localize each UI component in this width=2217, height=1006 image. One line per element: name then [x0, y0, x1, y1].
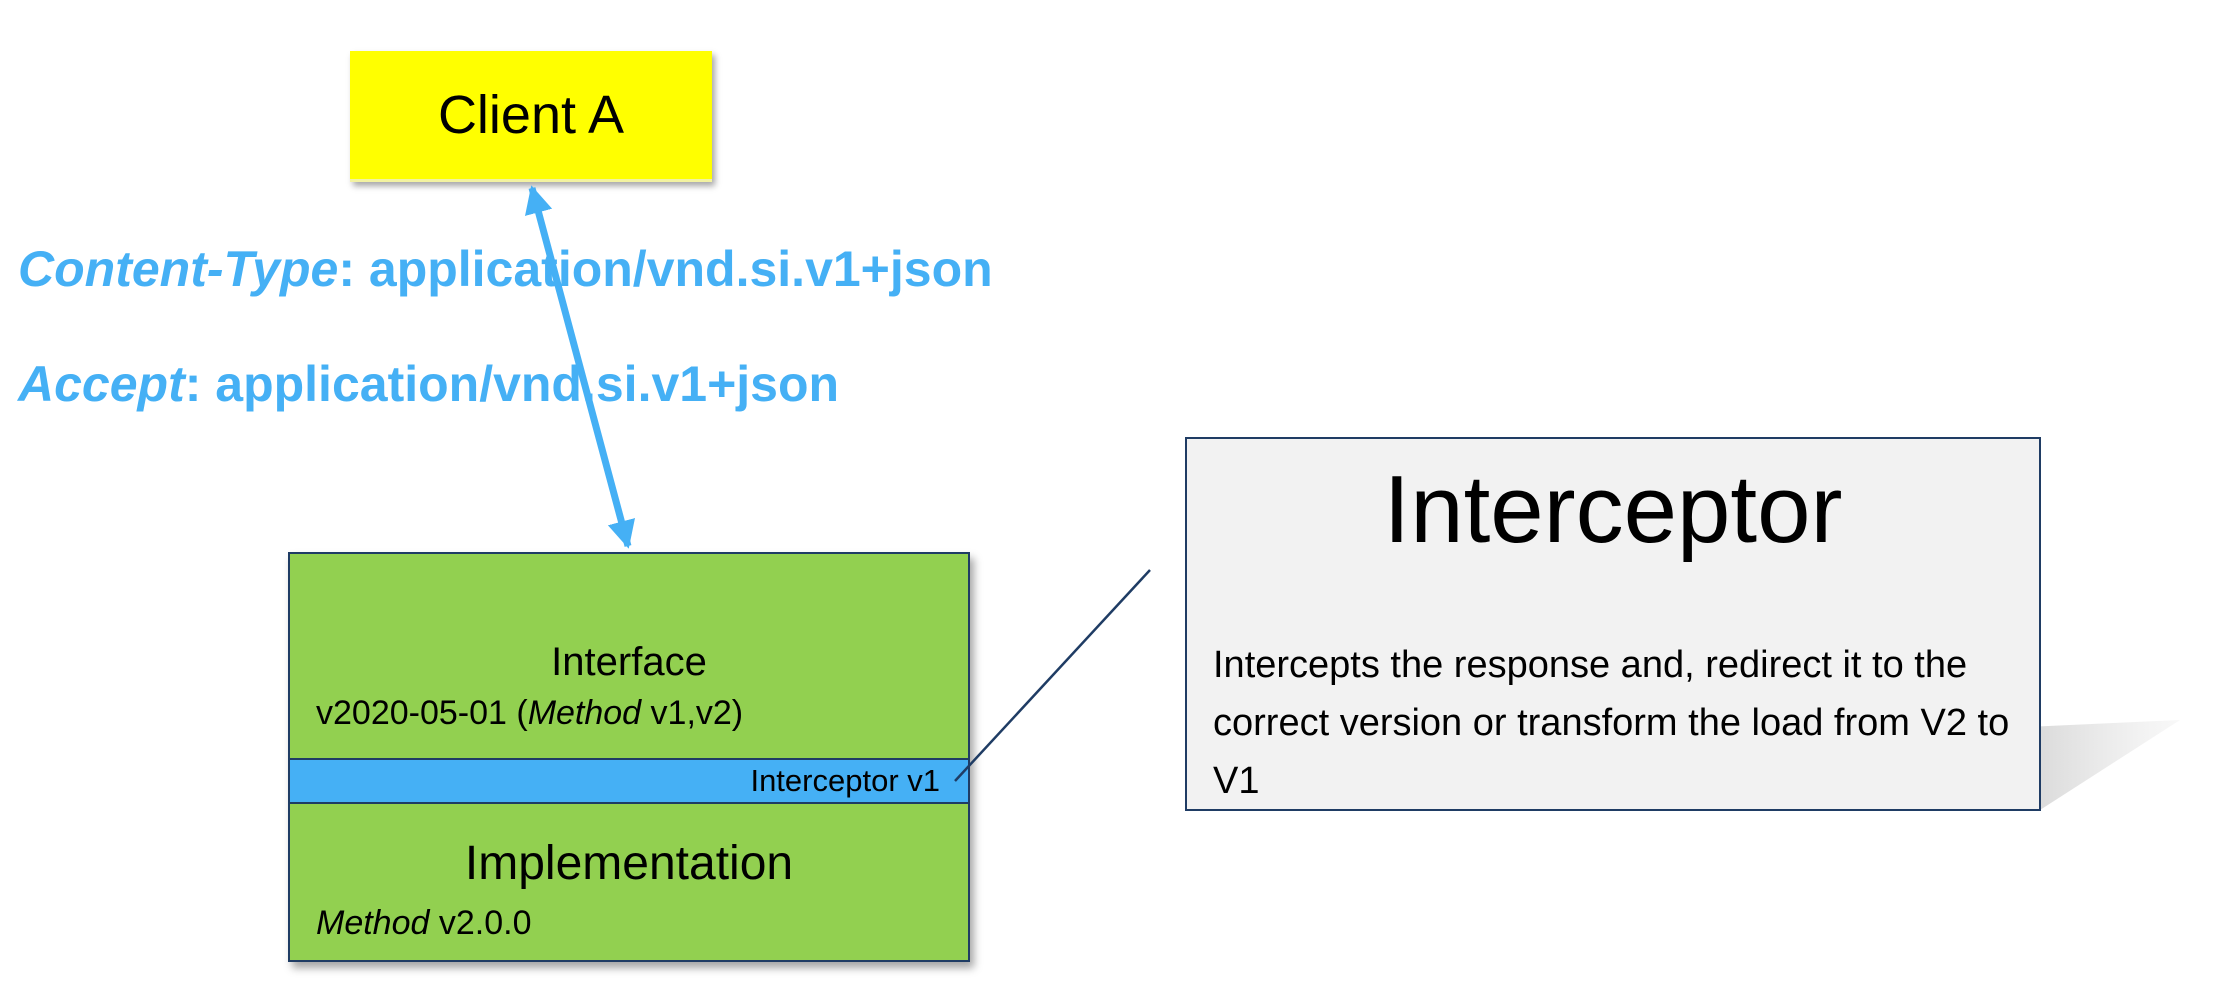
- implementation-title: Implementation: [464, 837, 794, 890]
- callout-connector-line: [954, 569, 1151, 782]
- callout-body: Intercepts the response and, redirect it…: [1213, 644, 2010, 802]
- callout-title: Interceptor: [1383, 456, 1843, 563]
- interceptor-band-label: Interceptor v1: [750, 763, 940, 798]
- accept-header: Accept: application/vnd.si.v1+json: [18, 355, 839, 413]
- interface-version: v2020-05-01 (Method v1,v2): [316, 694, 743, 733]
- accept-key: Accept: [18, 356, 185, 412]
- interface-version-method: Method: [527, 694, 642, 732]
- implementation-version-number: v2.0.0: [429, 904, 532, 942]
- interface-version-suffix: v1,v2): [641, 694, 744, 732]
- interface-title: Interface: [551, 640, 707, 684]
- component-node: [288, 552, 970, 962]
- content-type-header: Content-Type: application/vnd.si.v1+json: [18, 240, 993, 298]
- client-interface-arrow: [525, 185, 635, 549]
- content-type-value: : application/vnd.si.v1+json: [338, 241, 993, 297]
- content-type-key: Content-Type: [18, 241, 339, 297]
- client-node: Client A: [350, 51, 712, 182]
- implementation-method: Method: [316, 904, 430, 942]
- implementation-version: Method v2.0.0: [316, 904, 531, 943]
- accept-value: : application/vnd.si.v1+json: [184, 356, 840, 412]
- client-label: Client A: [437, 85, 625, 145]
- interface-version-prefix: v2020-05-01 (: [316, 694, 528, 732]
- callout-box: [1185, 437, 2041, 811]
- interceptor-band: Interceptor v1: [288, 758, 970, 804]
